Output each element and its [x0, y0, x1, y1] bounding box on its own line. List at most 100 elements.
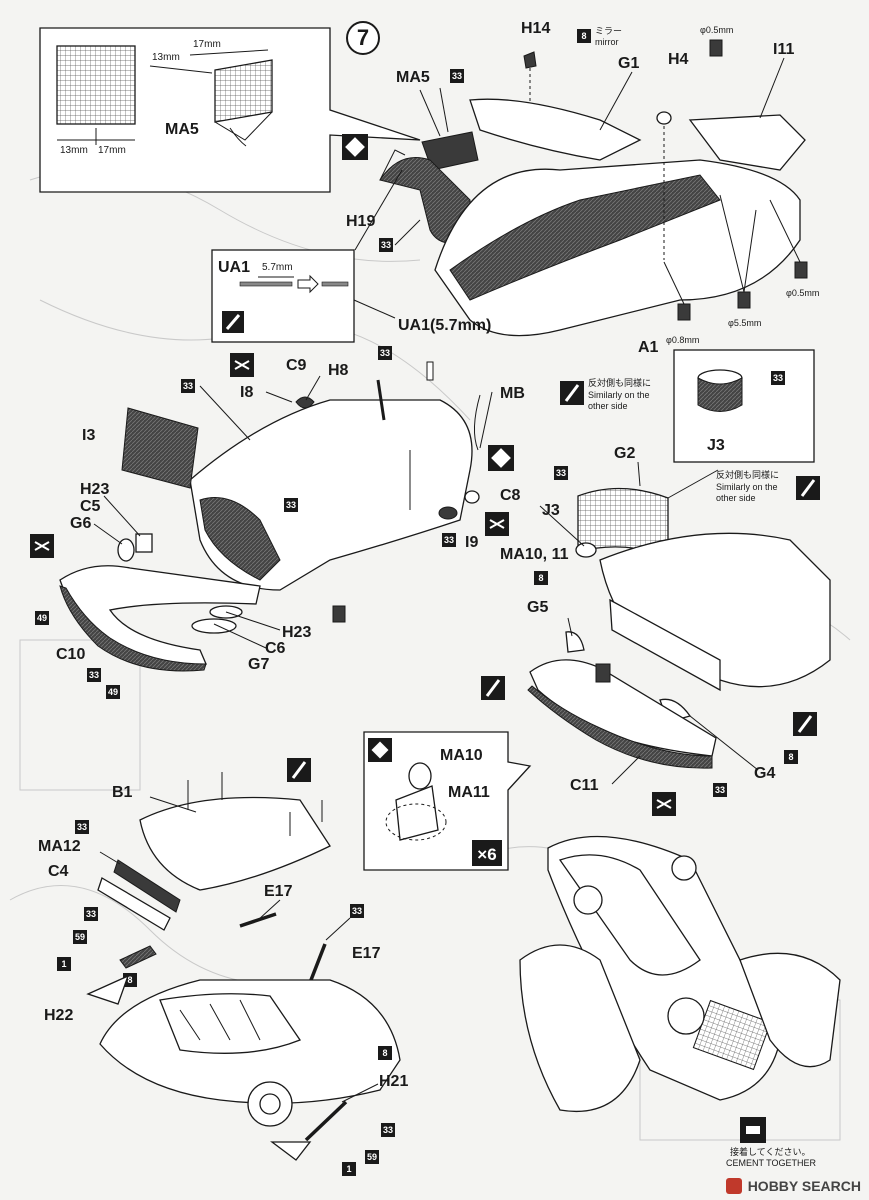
label-h14: H14 [521, 20, 550, 37]
svg-text:49: 49 [37, 613, 47, 623]
svg-text:8: 8 [127, 975, 132, 985]
part-g1-rear-window-frame [469, 98, 642, 161]
step-number-badge: 7 [346, 21, 380, 55]
badge-8-h21: 8 [378, 1046, 392, 1060]
phi-55-text: φ5.5mm [728, 318, 761, 328]
label-c8: C8 [500, 487, 521, 504]
badge-33-body: 33 [284, 498, 298, 512]
label-g2: G2 [614, 445, 635, 462]
label-a1: A1 [638, 339, 659, 356]
label-i9: I9 [465, 534, 478, 551]
part-c5 [135, 533, 153, 553]
svg-text:8: 8 [538, 573, 543, 583]
paint-brush-icon [287, 758, 311, 782]
badge-33-h8: 33 [378, 346, 392, 360]
similarly-note-right: 反対側も同様に Similarly on the other side [716, 469, 820, 503]
snip-cut-icon [485, 512, 509, 536]
svg-text:33: 33 [381, 240, 391, 250]
svg-text:1: 1 [346, 1164, 351, 1174]
badge-33-g2: 33 [554, 466, 568, 480]
badge-33-h19: 33 [379, 238, 393, 252]
similarly2-jp-text: 反対側も同様に [716, 469, 779, 480]
part-c8 [464, 490, 480, 504]
drill-08: φ0.8mm [663, 261, 699, 345]
badge-33-ma12: 33 [75, 820, 89, 834]
part-h4 [656, 111, 672, 125]
leader-lines [93, 57, 785, 1103]
j3-inset-panel: 33 J3 [673, 349, 815, 463]
drill-05-top: φ0.5mm [700, 25, 733, 57]
part-h22 [86, 974, 130, 1005]
paint-brush-icon [481, 676, 505, 700]
svg-text:33: 33 [86, 909, 96, 919]
hands-holding-chassis [519, 835, 841, 1112]
svg-text:33: 33 [452, 71, 462, 81]
diamond-cement-icon [488, 445, 514, 471]
svg-text:33: 33 [77, 822, 87, 832]
drill-hole-icon [332, 605, 346, 623]
ma10-ma11-inset-panel: MA10 MA11 ×6 [363, 731, 532, 871]
badge-8-ma10: 8 [534, 571, 548, 585]
badge-1-h21: 1 [342, 1162, 356, 1176]
phi-05-top-text: φ0.5mm [700, 25, 733, 35]
drill-hole-icon [709, 39, 723, 57]
ma5-decal-flat [56, 45, 136, 125]
inset-dim-17: 17mm [193, 39, 221, 50]
paint-brush-icon [796, 476, 820, 500]
label-ua1-dim: UA1(5.7mm) [398, 317, 491, 334]
badge-33-c11: 33 [713, 783, 727, 797]
left-hand [519, 944, 641, 1112]
label-e17-a: E17 [264, 883, 293, 900]
label-i3: I3 [82, 427, 95, 444]
part-c11-rear-bumper [527, 659, 717, 769]
part-g5 [565, 631, 585, 653]
badge-59-h21: 59 [365, 1150, 379, 1164]
svg-text:33: 33 [444, 535, 454, 545]
label-h4: H4 [668, 51, 689, 68]
label-i8: I8 [240, 384, 253, 401]
badge-33-i9: 33 [442, 533, 456, 547]
svg-text:33: 33 [286, 500, 296, 510]
part-h21-base [270, 1141, 312, 1161]
label-ma10-11: MA10, 11 [500, 546, 569, 563]
part-j3-a [575, 542, 597, 558]
svg-text:8: 8 [788, 752, 793, 762]
label-c4: C4 [48, 863, 69, 880]
footer-brand: HOBBY SEARCH [725, 1178, 861, 1194]
badge-33-c10: 33 [87, 668, 101, 682]
svg-text:33: 33 [352, 906, 362, 916]
similarly2-en1-text: Similarly on the [716, 482, 778, 492]
snip-cut-icon [30, 534, 54, 558]
svg-text:59: 59 [367, 1152, 377, 1162]
label-e17-b: E17 [352, 945, 381, 962]
snip-cut-icon [652, 792, 676, 816]
svg-text:49: 49 [108, 687, 118, 697]
label-ma11: MA11 [448, 784, 490, 801]
svg-text:33: 33 [380, 348, 390, 358]
ma5-decal-folded [214, 59, 273, 123]
step-number: 7 [357, 25, 369, 50]
label-h8: H8 [328, 362, 349, 379]
badge-59-h22: 59 [73, 930, 87, 944]
multiplier-x6: ×6 [477, 845, 496, 864]
cement-jp-text: 接着してください。 [730, 1146, 810, 1157]
label-g7: G7 [248, 656, 269, 673]
mirror-h14-callout: H14 8 ミラー mirror [521, 20, 622, 140]
label-g6: G6 [70, 515, 91, 532]
part-c10-front-bumper [59, 565, 261, 672]
label-c11: C11 [570, 777, 599, 794]
part-h21 [304, 1100, 348, 1142]
badge-33-h21: 33 [381, 1123, 395, 1137]
similarly-jp-text: 反対側も同様に [588, 377, 651, 388]
ma5-inset-panel: 13mm 17mm 17mm 13mm MA5 [39, 27, 421, 193]
hand-cement-icon [740, 1117, 766, 1143]
part-a1-body-shell: A1 [434, 98, 806, 356]
drill-hole-icon [595, 663, 611, 683]
ua1-dim-text: 5.7mm [262, 262, 293, 273]
drill-05-right: φ0.5mm [769, 199, 819, 298]
part-b1-hood [139, 772, 331, 891]
label-g5: G5 [527, 599, 548, 616]
label-mb: MB [500, 385, 525, 402]
label-j3-inset: J3 [707, 437, 725, 454]
